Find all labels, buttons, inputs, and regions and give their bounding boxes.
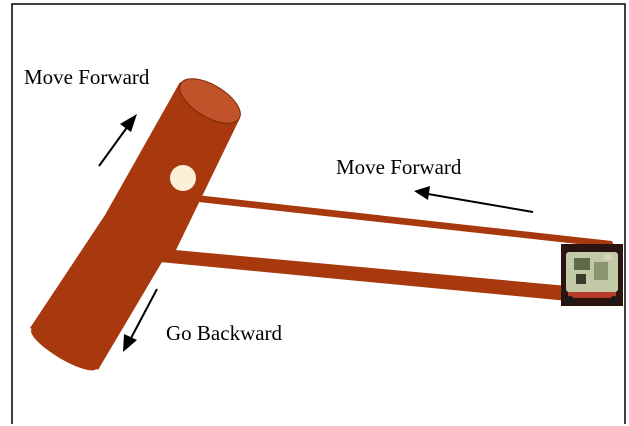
horizontal-branch-face xyxy=(176,200,614,290)
label-move-forward-left: Move Forward xyxy=(24,65,150,89)
arrow-backward-icon xyxy=(123,288,158,352)
arrow-forward-left-icon xyxy=(98,114,137,167)
label-go-backward: Go Backward xyxy=(166,321,283,345)
frame-border xyxy=(11,3,626,424)
label-move-forward-right: Move Forward xyxy=(336,155,462,179)
vertical-branch-top-cap xyxy=(179,78,241,124)
horizontal-branch-top xyxy=(178,193,616,250)
circuit-board-robot-icon xyxy=(561,244,623,306)
vertical-branch-bottom-cap xyxy=(31,327,97,371)
joint-pin xyxy=(170,165,196,191)
arrow-forward-right-icon xyxy=(414,186,534,213)
vertical-branch-body xyxy=(30,82,240,370)
horizontal-branch-bottom xyxy=(160,250,614,306)
